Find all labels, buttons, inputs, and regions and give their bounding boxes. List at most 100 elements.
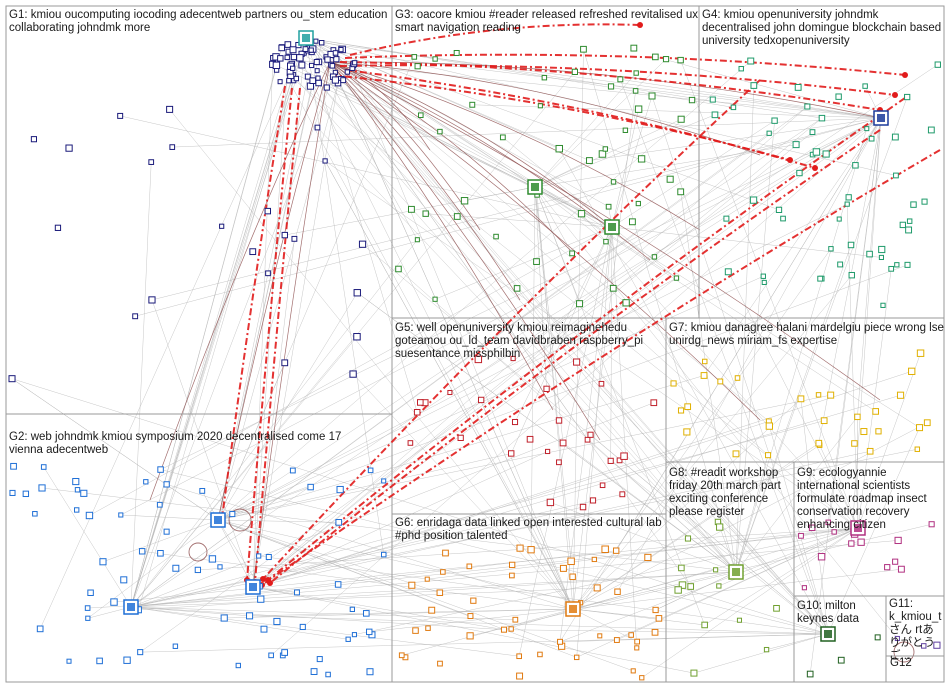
edge bbox=[572, 524, 932, 610]
node bbox=[500, 626, 507, 633]
node bbox=[436, 589, 444, 596]
edge bbox=[470, 571, 737, 637]
node bbox=[555, 144, 563, 153]
node bbox=[381, 478, 387, 484]
node bbox=[509, 561, 516, 569]
node bbox=[84, 605, 91, 611]
node bbox=[220, 614, 228, 622]
edge bbox=[87, 519, 219, 619]
node bbox=[118, 512, 124, 518]
edge bbox=[11, 378, 219, 521]
edge bbox=[327, 59, 829, 635]
node bbox=[684, 403, 692, 411]
hub-avatar bbox=[877, 114, 885, 122]
edge bbox=[249, 615, 829, 635]
node bbox=[648, 92, 656, 100]
node bbox=[837, 656, 845, 664]
node bbox=[773, 604, 780, 612]
hub-avatar bbox=[569, 605, 577, 613]
node bbox=[749, 196, 758, 204]
edge bbox=[534, 186, 564, 443]
node bbox=[453, 213, 461, 220]
node bbox=[65, 144, 73, 152]
node bbox=[265, 270, 271, 277]
node bbox=[219, 223, 225, 229]
node bbox=[747, 57, 755, 65]
edge bbox=[113, 527, 859, 603]
node bbox=[586, 157, 593, 164]
node bbox=[605, 203, 612, 210]
edge bbox=[262, 79, 761, 580]
node bbox=[166, 105, 174, 113]
node bbox=[607, 457, 614, 464]
node bbox=[398, 652, 405, 659]
edge bbox=[305, 37, 590, 161]
node bbox=[717, 378, 724, 385]
edge bbox=[352, 67, 574, 610]
node bbox=[628, 218, 636, 226]
group-boxes bbox=[5, 5, 945, 683]
node bbox=[437, 660, 443, 667]
node bbox=[447, 389, 453, 396]
node bbox=[493, 233, 499, 240]
hub-avatar bbox=[854, 524, 862, 532]
node bbox=[511, 418, 519, 426]
edge bbox=[620, 79, 882, 119]
node bbox=[652, 606, 659, 614]
node bbox=[806, 670, 814, 678]
edge bbox=[534, 186, 876, 412]
node bbox=[573, 654, 580, 661]
node bbox=[797, 395, 805, 403]
node bbox=[314, 68, 320, 74]
node bbox=[589, 497, 597, 504]
group-label-g10: G10: milton keynes data bbox=[797, 600, 860, 625]
node bbox=[349, 370, 357, 378]
edge bbox=[130, 506, 584, 608]
node bbox=[380, 551, 387, 558]
node bbox=[315, 75, 321, 81]
node bbox=[818, 114, 826, 122]
node bbox=[302, 46, 309, 52]
group-box-g12 bbox=[885, 655, 945, 683]
node bbox=[537, 103, 543, 109]
node bbox=[324, 56, 331, 63]
node bbox=[866, 250, 873, 258]
edge bbox=[857, 268, 892, 529]
node bbox=[313, 38, 319, 44]
node bbox=[812, 148, 821, 156]
node bbox=[852, 162, 859, 169]
edge bbox=[269, 129, 881, 584]
node bbox=[632, 88, 639, 94]
node bbox=[331, 76, 340, 84]
edge bbox=[258, 555, 829, 635]
edge bbox=[534, 186, 572, 562]
node bbox=[477, 396, 485, 404]
node bbox=[702, 358, 708, 365]
edge bbox=[172, 117, 882, 148]
node bbox=[96, 657, 103, 665]
edge bbox=[717, 521, 829, 635]
node bbox=[432, 296, 438, 302]
edge bbox=[140, 633, 829, 653]
node bbox=[318, 40, 325, 46]
node bbox=[916, 424, 924, 432]
edge bbox=[217, 362, 285, 521]
node bbox=[904, 93, 911, 101]
hub-avatar bbox=[302, 34, 310, 42]
edge bbox=[217, 277, 677, 521]
node bbox=[148, 296, 156, 304]
node bbox=[713, 567, 719, 573]
node bbox=[332, 50, 339, 56]
node bbox=[908, 367, 916, 375]
node bbox=[557, 638, 563, 645]
edge bbox=[589, 117, 882, 161]
node bbox=[677, 407, 685, 414]
edge bbox=[611, 226, 882, 258]
node bbox=[38, 484, 46, 492]
node bbox=[597, 633, 603, 639]
node bbox=[599, 482, 606, 489]
edge bbox=[576, 226, 613, 658]
edge bbox=[611, 109, 639, 228]
edge bbox=[130, 606, 349, 640]
node bbox=[862, 83, 868, 89]
